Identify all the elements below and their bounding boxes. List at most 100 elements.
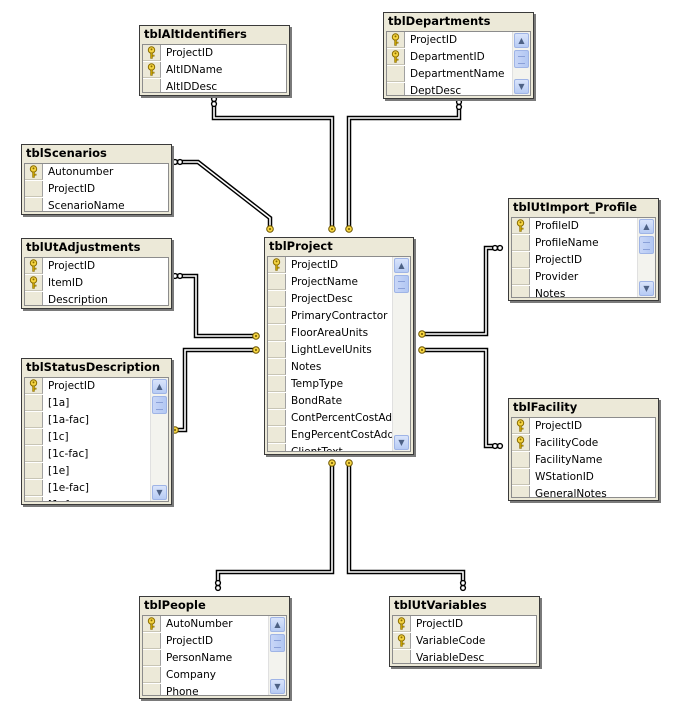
field-row[interactable]: FloorAreaUnits	[268, 325, 392, 342]
field-row[interactable]: VariableCode	[393, 633, 536, 650]
field-row[interactable]: [1e-fac]	[25, 480, 150, 497]
scroll-up-arrow-icon[interactable]: ▲	[152, 379, 167, 394]
row-selector[interactable]	[512, 218, 530, 234]
field-row[interactable]: AutoNumber	[143, 616, 268, 633]
table-title[interactable]: tblUtVariables	[394, 598, 487, 612]
table-title[interactable]: tblPeople	[144, 598, 206, 612]
field-row[interactable]: ProfileID	[512, 218, 637, 235]
row-selector[interactable]	[25, 181, 43, 197]
field-row[interactable]: ProjectID	[143, 633, 268, 650]
row-selector[interactable]	[512, 418, 530, 434]
field-row[interactable]: ProjectID	[25, 181, 168, 198]
row-selector[interactable]	[387, 49, 405, 65]
row-selector[interactable]	[512, 486, 530, 497]
row-selector[interactable]	[512, 435, 530, 451]
row-selector[interactable]	[268, 376, 286, 392]
table-title[interactable]: tblScenarios	[26, 146, 107, 160]
scroll-down-arrow-icon[interactable]: ▼	[639, 281, 654, 296]
table-title[interactable]: tblUtImport_Profile	[513, 200, 638, 214]
relationship-connector[interactable]	[345, 98, 463, 233]
field-row[interactable]: Notes	[268, 359, 392, 376]
relationship-connector[interactable]	[345, 459, 467, 592]
field-row[interactable]: ClientText	[268, 444, 392, 451]
field-row[interactable]: AltIDDesc	[143, 79, 286, 92]
field-row[interactable]: [1c]	[25, 429, 150, 446]
row-selector[interactable]	[143, 650, 161, 666]
row-selector[interactable]	[25, 412, 43, 428]
row-selector[interactable]	[25, 292, 43, 305]
row-selector[interactable]	[143, 79, 161, 92]
scroll-down-arrow-icon[interactable]: ▼	[270, 679, 285, 694]
scroll-up-arrow-icon[interactable]: ▲	[394, 258, 409, 273]
row-selector[interactable]	[268, 274, 286, 290]
field-row[interactable]: [1e]	[25, 463, 150, 480]
scroll-up-arrow-icon[interactable]: ▲	[270, 617, 285, 632]
row-selector[interactable]	[512, 469, 530, 485]
table-title[interactable]: tblFacility	[513, 400, 578, 414]
scroll-down-arrow-icon[interactable]: ▼	[394, 435, 409, 450]
row-selector[interactable]	[387, 32, 405, 48]
scroll-thumb[interactable]	[639, 236, 654, 254]
field-row[interactable]: [1g]	[25, 497, 150, 501]
row-selector[interactable]	[387, 66, 405, 82]
relationship-connector[interactable]	[418, 346, 504, 450]
field-row[interactable]: ScenarioName	[25, 198, 168, 211]
row-selector[interactable]	[25, 395, 43, 411]
row-selector[interactable]	[512, 269, 530, 285]
row-selector[interactable]	[143, 45, 161, 61]
row-selector[interactable]	[25, 497, 43, 501]
field-row[interactable]: PrimaryContractor	[268, 308, 392, 325]
relationship-connector[interactable]	[418, 244, 504, 338]
row-selector[interactable]	[143, 684, 161, 695]
field-row[interactable]: LightLevelUnits	[268, 342, 392, 359]
row-selector[interactable]	[25, 275, 43, 291]
field-row[interactable]: ProjectID	[387, 32, 512, 49]
relationship-connector[interactable]	[210, 95, 336, 233]
row-selector[interactable]	[143, 62, 161, 78]
row-selector[interactable]	[25, 480, 43, 496]
table-title[interactable]: tblDepartments	[388, 14, 491, 28]
table-title[interactable]: tblStatusDescription	[26, 360, 161, 374]
field-row[interactable]: ProjectDesc	[268, 291, 392, 308]
row-selector[interactable]	[268, 393, 286, 409]
vertical-scrollbar[interactable]: ▲▼	[268, 616, 286, 695]
row-selector[interactable]	[268, 325, 286, 341]
vertical-scrollbar[interactable]: ▲▼	[637, 218, 655, 297]
row-selector[interactable]	[25, 463, 43, 479]
row-selector[interactable]	[268, 342, 286, 358]
field-row[interactable]: Description	[25, 292, 168, 305]
field-row[interactable]: ItemID	[25, 275, 168, 292]
scroll-thumb[interactable]	[152, 396, 167, 414]
field-row[interactable]: Autonumber	[25, 164, 168, 181]
field-row[interactable]: DepartmentID	[387, 49, 512, 66]
field-row[interactable]: ProjectID	[512, 252, 637, 269]
row-selector[interactable]	[387, 83, 405, 95]
row-selector[interactable]	[25, 258, 43, 274]
field-row[interactable]: Provider	[512, 269, 637, 286]
row-selector[interactable]	[143, 633, 161, 649]
row-selector[interactable]	[268, 308, 286, 324]
table-title[interactable]: tblUtAdjustments	[26, 240, 141, 254]
field-row[interactable]: Company	[143, 667, 268, 684]
row-selector[interactable]	[512, 452, 530, 468]
field-row[interactable]: ProjectID	[512, 418, 655, 435]
row-selector[interactable]	[25, 198, 43, 211]
field-row[interactable]: VariableDesc	[393, 650, 536, 663]
row-selector[interactable]	[268, 359, 286, 375]
row-selector[interactable]	[512, 252, 530, 268]
field-row[interactable]: Phone	[143, 684, 268, 695]
relationship-connector[interactable]	[214, 459, 336, 592]
row-selector[interactable]	[143, 667, 161, 683]
field-row[interactable]: ProjectID	[393, 616, 536, 633]
field-row[interactable]: ContPercentCostAdd	[268, 410, 399, 427]
scroll-up-arrow-icon[interactable]: ▲	[639, 219, 654, 234]
field-row[interactable]: TempType	[268, 376, 392, 393]
